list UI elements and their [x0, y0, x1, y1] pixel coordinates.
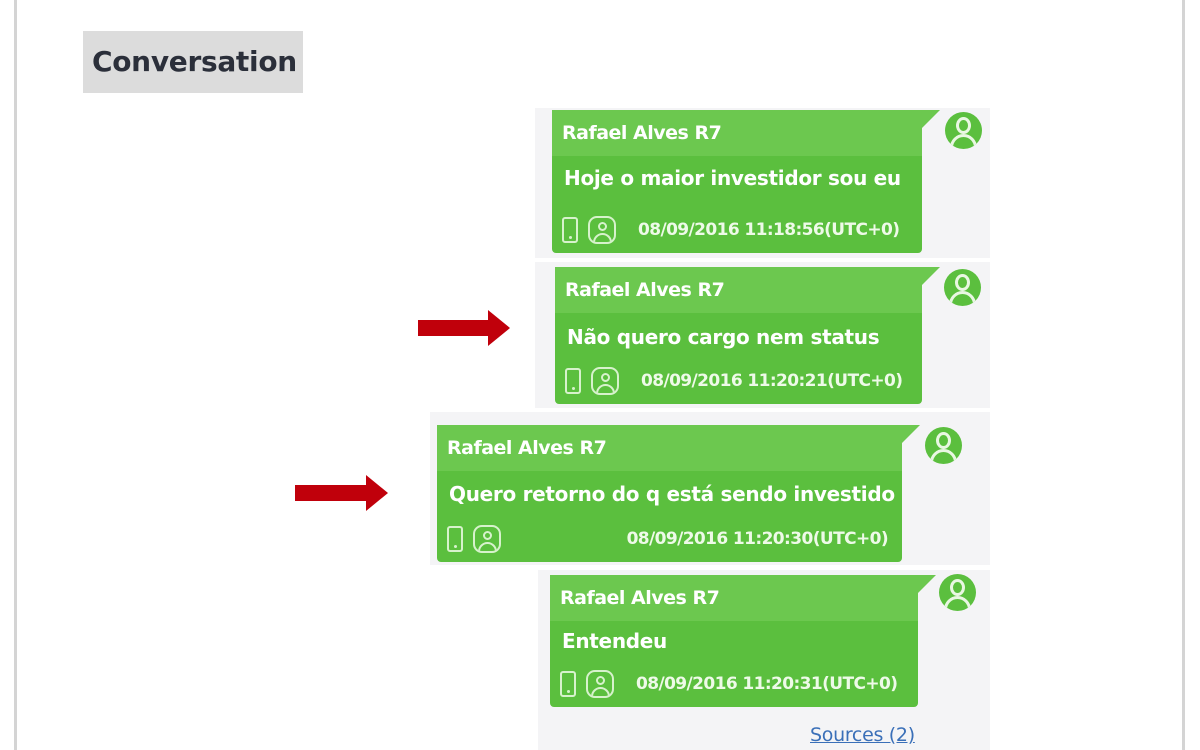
message-timestamp: 08/09/2016 11:20:31(UTC+0) [636, 674, 898, 694]
bubble-tail [916, 575, 936, 595]
message-footer: 08/09/2016 11:20:30(UTC+0) [447, 524, 889, 554]
contact-icon [588, 216, 616, 244]
bubble-tail [920, 110, 940, 130]
avatar-icon [939, 574, 976, 611]
page-border-left [14, 0, 17, 750]
sender-name: Rafael Alves R7 [555, 267, 922, 313]
message-text: Entendeu [562, 629, 667, 653]
message-timestamp: 08/09/2016 11:18:56(UTC+0) [638, 220, 900, 240]
message-footer: 08/09/2016 11:20:31(UTC+0) [560, 669, 904, 699]
contact-icon [473, 525, 501, 553]
sender-name: Rafael Alves R7 [550, 575, 918, 621]
message-bubble[interactable]: Rafael Alves R7 Hoje o maior investidor … [552, 110, 940, 253]
phone-icon [565, 368, 581, 394]
message-bubble[interactable]: Rafael Alves R7 Entendeu 08/09/2016 11:2… [550, 575, 936, 707]
message-bubble[interactable]: Rafael Alves R7 Quero retorno do q está … [437, 425, 920, 562]
highlight-arrow [295, 475, 388, 511]
page-border-right [1182, 0, 1185, 750]
avatar-icon [925, 427, 962, 464]
message-text: Hoje o maior investidor sou eu [564, 166, 901, 190]
contact-icon [591, 367, 619, 395]
message-footer: 08/09/2016 11:18:56(UTC+0) [562, 215, 908, 245]
message-timestamp: 08/09/2016 11:20:21(UTC+0) [641, 371, 903, 391]
section-title: Conversation [83, 31, 303, 93]
message-footer: 08/09/2016 11:20:21(UTC+0) [565, 366, 908, 396]
bubble-tail [920, 267, 940, 287]
sender-name: Rafael Alves R7 [437, 425, 902, 471]
avatar-icon [945, 112, 982, 149]
phone-icon [447, 526, 463, 552]
message-text: Não quero cargo nem status [567, 325, 880, 349]
message-text: Quero retorno do q está sendo investido [449, 482, 895, 506]
phone-icon [560, 671, 576, 697]
avatar-icon [944, 269, 981, 306]
message-timestamp: 08/09/2016 11:20:30(UTC+0) [626, 529, 889, 549]
message-bubble[interactable]: Rafael Alves R7 Não quero cargo nem stat… [555, 267, 940, 404]
sender-name: Rafael Alves R7 [552, 110, 922, 156]
highlight-arrow [418, 310, 510, 346]
contact-icon [586, 670, 614, 698]
phone-icon [562, 217, 578, 243]
sources-link[interactable]: Sources (2) [810, 724, 915, 746]
bubble-tail [900, 425, 920, 445]
